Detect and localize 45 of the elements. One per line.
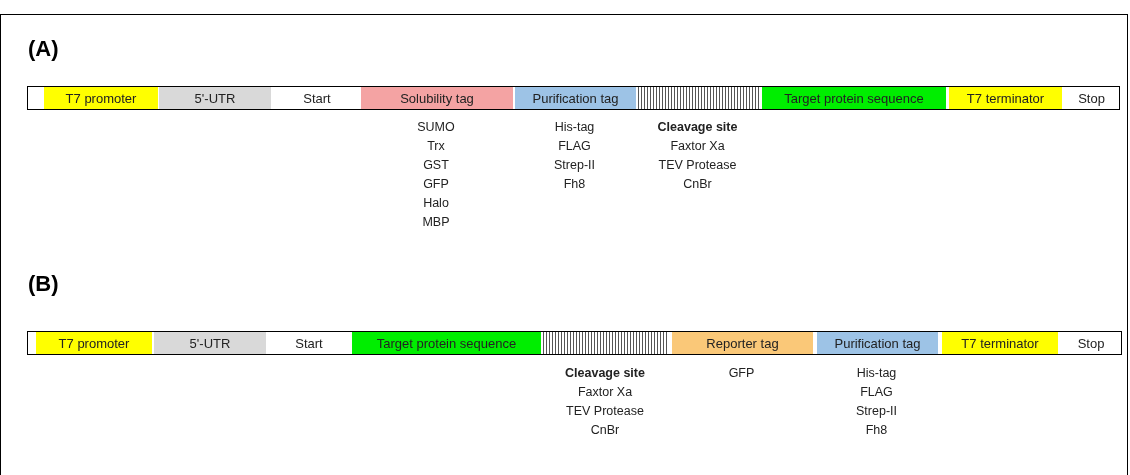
list-item: His-tag: [855, 366, 898, 380]
list-item: Faxtor Xa: [576, 385, 634, 399]
list-heading: Cleavage site: [564, 366, 646, 380]
list-item: CnBr: [589, 423, 621, 437]
panel-label: (B): [28, 271, 59, 297]
list-item: Fh8: [864, 423, 889, 437]
segment-label: Stop: [1060, 332, 1122, 354]
list-item: Strep-II: [855, 404, 898, 418]
list-item: FLAG: [557, 139, 592, 153]
list-item: Faxtor Xa: [669, 139, 726, 153]
gene-segment: 5'-UTR: [154, 332, 266, 354]
list-item: TEV Protease: [657, 158, 738, 172]
list-item: CnBr: [682, 177, 713, 191]
gene-segment: Purification tag: [817, 332, 938, 354]
gene-segment: T7 terminator: [949, 87, 1062, 109]
segment-label: Start: [273, 87, 361, 109]
cleavage-site-segment: [543, 332, 669, 354]
list-item: FLAG: [859, 385, 894, 399]
list-item: Fh8: [562, 177, 587, 191]
panel-label: (A): [28, 36, 59, 62]
list-item: Halo: [422, 196, 450, 210]
list-item: GFP: [727, 366, 756, 380]
gene-segment: T7 promoter: [44, 87, 158, 109]
gene-segment: T7 promoter: [36, 332, 152, 354]
gene-segment: Target protein sequence: [352, 332, 541, 354]
gene-segment: Purification tag: [515, 87, 636, 109]
list-item: His-tag: [553, 120, 596, 134]
list-item: TEV Protease: [565, 404, 645, 418]
list-item: MBP: [421, 215, 451, 229]
list-item: Trx: [426, 139, 446, 153]
segment-label: Start: [268, 332, 350, 354]
list-item: GST: [422, 158, 450, 172]
list-item: SUMO: [416, 120, 456, 134]
gene-segment: Solubility tag: [361, 87, 513, 109]
construct-bar: [27, 331, 1122, 355]
gene-segment: Target protein sequence: [762, 87, 946, 109]
gene-segment: 5'-UTR: [159, 87, 271, 109]
list-item: GFP: [422, 177, 450, 191]
cleavage-site-segment: [638, 87, 759, 109]
segment-label: Stop: [1064, 87, 1119, 109]
construct-bar: [27, 86, 1120, 110]
gene-segment: Reporter tag: [672, 332, 813, 354]
list-item: Strep-II: [553, 158, 596, 172]
gene-segment: T7 terminator: [942, 332, 1058, 354]
list-heading: Cleavage site: [656, 120, 739, 134]
